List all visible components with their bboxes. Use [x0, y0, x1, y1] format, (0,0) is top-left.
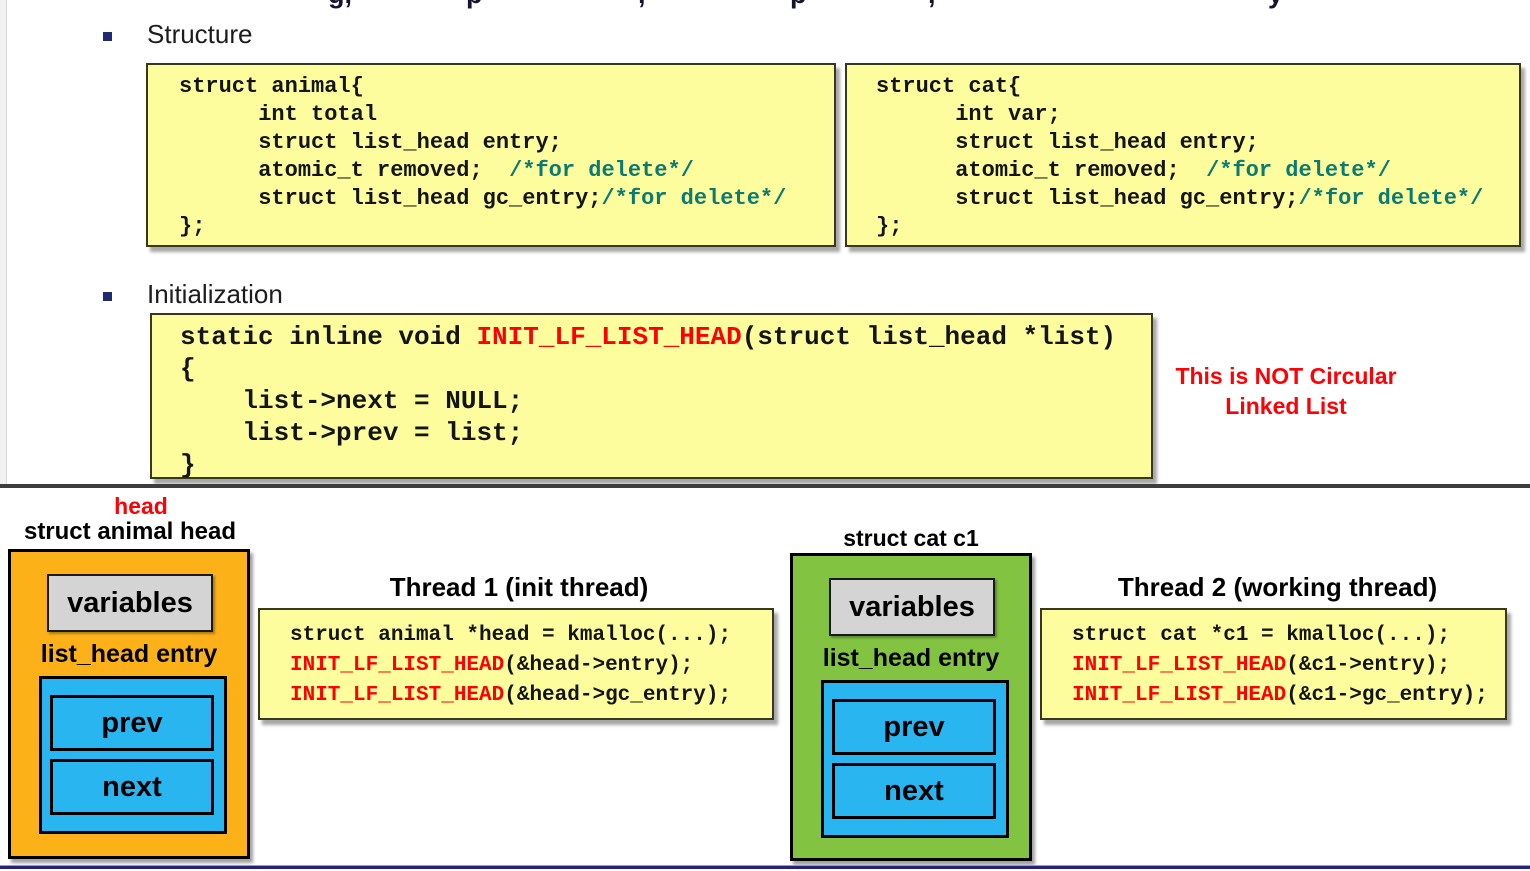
code-segment: (&c1->entry);: [1286, 654, 1451, 677]
code-line: {: [180, 354, 196, 384]
code-segment: (struct list_head *list): [741, 322, 1117, 352]
clipped-text-fragment: p: [790, 0, 807, 9]
clipped-text-fragment: ,: [638, 0, 646, 9]
code-line: };: [876, 214, 903, 239]
thread1-code-box: struct animal *head = kmalloc(...); INIT…: [258, 608, 774, 720]
bottom-border-line: [0, 865, 1530, 869]
next-field: next: [832, 763, 996, 819]
code-segment: static inline void: [180, 322, 477, 352]
clipped-text-fragment: ,: [928, 0, 936, 9]
clipped-top-heading: g, p , p , y: [0, 0, 1530, 9]
clipped-text-fragment: y: [1268, 0, 1283, 9]
code-segment: struct list_head gc_entry;: [876, 186, 1299, 211]
code-line: }: [180, 450, 196, 480]
struct-cat-code-box: struct cat{ int var; struct list_head en…: [845, 63, 1521, 247]
code-comment: /*for delete*/: [509, 158, 694, 183]
note-line: Linked List: [1225, 393, 1347, 419]
code-function-name: INIT_LF_LIST_HEAD: [476, 322, 742, 352]
code-segment: struct list_head gc_entry;: [179, 186, 602, 211]
code-segment: (&head->gc_entry);: [504, 684, 732, 707]
code-segment: atomic_t removed;: [179, 158, 510, 183]
code-line: int total: [179, 102, 378, 127]
cat-struct-box: variables list_head entry prev next: [790, 553, 1032, 861]
bullet-square-icon: [103, 292, 112, 301]
code-line: atomic_t removed; /*for delete*/: [876, 157, 1519, 185]
code-line: };: [179, 214, 206, 239]
code-function-name: INIT_LF_LIST_HEAD: [1072, 684, 1287, 707]
note-line: This is NOT Circular: [1175, 363, 1397, 389]
code-line: struct list_head entry;: [876, 130, 1259, 155]
thread2-title: Thread 2 (working thread): [1117, 572, 1438, 602]
list-head-entry-label: list_head entry: [40, 640, 218, 668]
code-comment: /*for delete*/: [1298, 186, 1484, 211]
clipped-text-fragment: g,: [328, 0, 352, 9]
code-function-name: INIT_LF_LIST_HEAD: [290, 654, 505, 677]
struct-animal-code-box: struct animal{ int total struct list_hea…: [146, 63, 836, 247]
prev-field: prev: [832, 699, 996, 755]
code-line: struct animal{: [179, 74, 364, 99]
struct-animal-head-label: struct animal head: [23, 518, 237, 545]
next-field: next: [50, 759, 214, 815]
not-circular-note: This is NOT Circular Linked List: [1152, 361, 1420, 421]
code-line: list->next = NULL;: [180, 386, 524, 416]
code-function-name: INIT_LF_LIST_HEAD: [1072, 654, 1287, 677]
prev-field: prev: [50, 695, 214, 751]
structure-heading: Structure: [147, 19, 253, 49]
code-comment: /*for delete*/: [601, 186, 787, 211]
code-line: list->prev = list;: [180, 418, 524, 448]
code-line: INIT_LF_LIST_HEAD(&head->entry);: [290, 651, 772, 681]
entry-blue-box: prev next: [821, 680, 1009, 838]
code-line: struct cat *c1 = kmalloc(...);: [1072, 624, 1451, 647]
thread2-code-box: struct cat *c1 = kmalloc(...); INIT_LF_L…: [1040, 608, 1507, 720]
head-pointer-label: head: [114, 493, 168, 519]
code-line: struct list_head gc_entry;/*for delete*/: [179, 185, 834, 213]
section-divider: [0, 484, 1530, 488]
bullet-square-icon: [103, 32, 112, 41]
code-segment: (&c1->gc_entry);: [1286, 684, 1488, 707]
slide-edge-strip: [0, 0, 7, 485]
code-line: int var;: [876, 102, 1061, 127]
code-line: struct list_head entry;: [179, 130, 562, 155]
code-line: INIT_LF_LIST_HEAD(&head->gc_entry);: [290, 681, 772, 711]
code-line: struct cat{: [876, 74, 1022, 99]
code-line: struct list_head gc_entry;/*for delete*/: [876, 185, 1519, 213]
list-head-entry-label: list_head entry: [822, 644, 1000, 672]
variables-box: variables: [47, 574, 213, 632]
animal-struct-box: variables list_head entry prev next: [8, 549, 250, 859]
code-comment: /*for delete*/: [1206, 158, 1391, 183]
clipped-text-fragment: p: [466, 0, 483, 9]
init-function-code-box: static inline void INIT_LF_LIST_HEAD(str…: [150, 313, 1153, 480]
code-line: struct animal *head = kmalloc(...);: [290, 624, 732, 647]
code-line: INIT_LF_LIST_HEAD(&c1->entry);: [1072, 651, 1505, 681]
code-segment: atomic_t removed;: [876, 158, 1207, 183]
code-line: atomic_t removed; /*for delete*/: [179, 157, 834, 185]
code-line: static inline void INIT_LF_LIST_HEAD(str…: [180, 321, 1151, 353]
entry-blue-box: prev next: [39, 676, 227, 834]
thread1-title: Thread 1 (init thread): [389, 572, 649, 602]
code-function-name: INIT_LF_LIST_HEAD: [290, 684, 505, 707]
code-line: INIT_LF_LIST_HEAD(&c1->gc_entry);: [1072, 681, 1505, 711]
variables-box: variables: [829, 578, 995, 636]
code-segment: (&head->entry);: [504, 654, 694, 677]
struct-cat-c1-label: struct cat c1: [843, 525, 979, 551]
initialization-heading: Initialization: [147, 279, 283, 309]
